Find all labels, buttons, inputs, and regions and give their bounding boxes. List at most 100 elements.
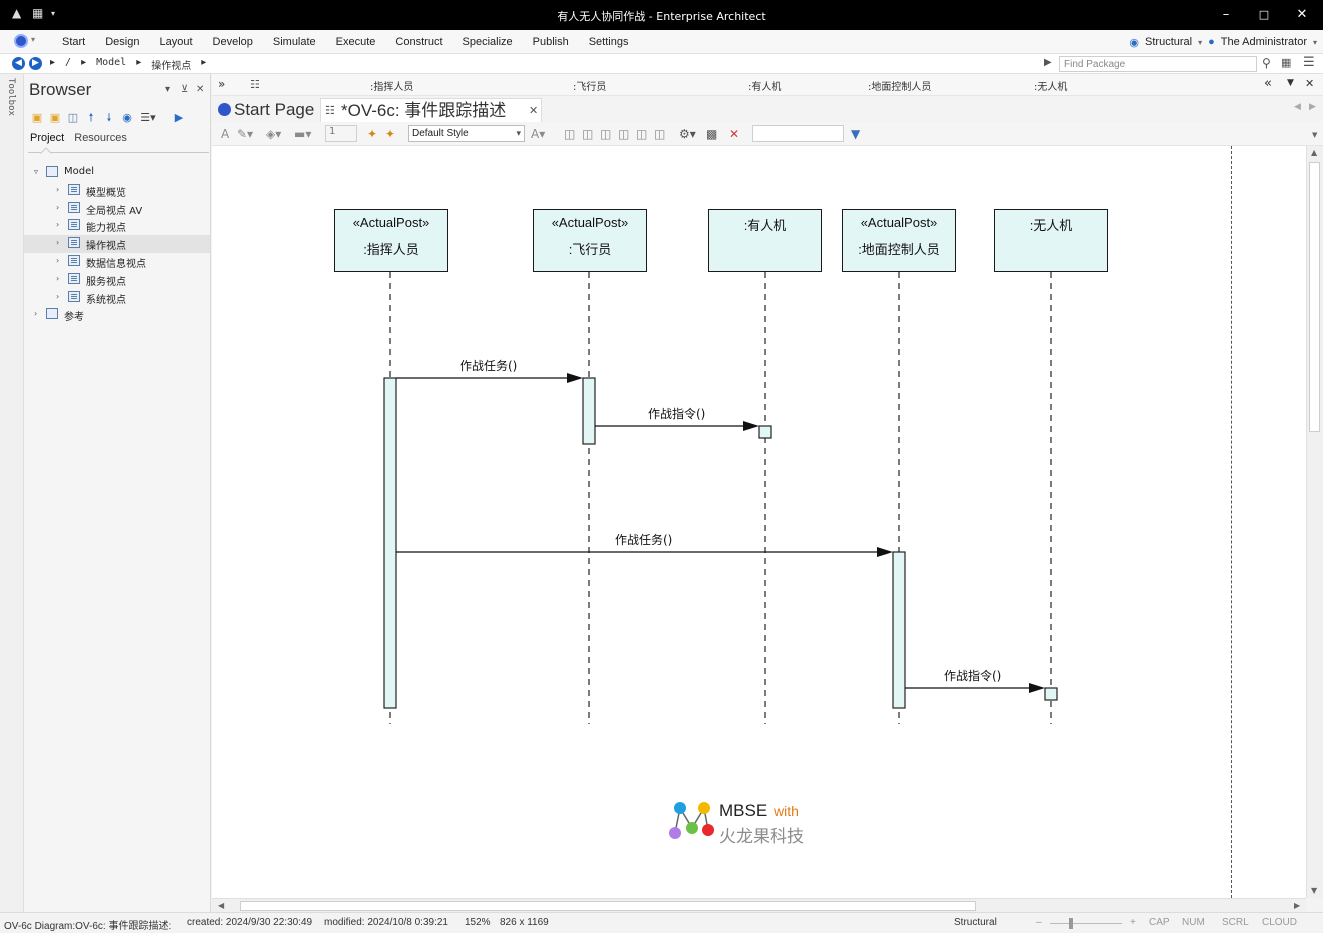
scroll-down-icon[interactable]: ▼ <box>1311 886 1318 895</box>
close-icon[interactable]: ✕ <box>1305 77 1315 90</box>
tree-item[interactable]: ›系统视点 <box>24 289 210 307</box>
expand-toolbox-icon[interactable]: » <box>218 77 226 91</box>
collapse-panels-icon[interactable]: « <box>1264 76 1272 91</box>
tree-item[interactable]: ›能力视点 <box>24 217 210 235</box>
style-select[interactable]: Default Style <box>408 125 525 142</box>
lifeline-head[interactable]: «ActualPost»:地面控制人员 <box>842 209 956 272</box>
breadcrumb-package[interactable]: 操作视点 <box>151 61 192 72</box>
tree-item[interactable]: ›操作视点 <box>24 235 210 253</box>
close-icon[interactable]: ✕ <box>196 84 205 95</box>
close-button[interactable]: ✕ <box>1296 7 1308 22</box>
locate-icon[interactable]: ◉ <box>122 110 132 124</box>
expand-icon[interactable]: › <box>34 309 38 319</box>
tab-ov-6c[interactable]: ☷ *OV-6c: 事件跟踪描述 ✕ <box>320 98 542 122</box>
app-menu-icon[interactable] <box>14 34 28 48</box>
menu-construct[interactable]: Construct <box>395 36 443 48</box>
expand-arrow-icon[interactable]: ▶ <box>174 110 184 124</box>
expand-icon[interactable]: › <box>56 202 60 212</box>
toolbox-strip[interactable]: Toolbox <box>0 74 24 912</box>
same-width-icon[interactable]: ◫ <box>636 127 648 141</box>
new-diagram-icon[interactable]: ◫ <box>67 110 79 124</box>
expand-icon[interactable]: › <box>56 273 60 283</box>
menu-publish[interactable]: Publish <box>532 36 569 48</box>
vertical-scrollbar[interactable]: ▲ ▼ <box>1306 146 1323 898</box>
format-painter-icon[interactable]: ✦ <box>367 127 378 141</box>
find-package-input[interactable] <box>1059 56 1257 72</box>
minimize-button[interactable]: – <box>1222 7 1230 22</box>
go-arrow-icon[interactable]: ▶ <box>1044 57 1052 68</box>
scroll-right-icon[interactable]: ▶ <box>1294 901 1301 910</box>
menu-execute[interactable]: Execute <box>335 36 376 48</box>
tree-item[interactable]: ›服务视点 <box>24 271 210 289</box>
scroll-up-icon[interactable]: ▲ <box>1311 148 1318 157</box>
chevron-down-icon[interactable]: ▼ <box>1287 78 1294 88</box>
message-label[interactable]: 作战指令() <box>944 669 1002 683</box>
lifeline-head[interactable]: «ActualPost»:飞行员 <box>533 209 647 272</box>
chevron-down-icon[interactable]: ▾ <box>1198 37 1203 47</box>
layout-icon[interactable]: ⚙▾ <box>679 127 696 141</box>
tab-start-page[interactable]: Start Page <box>214 98 318 122</box>
filter-icon[interactable]: ▼ <box>851 127 861 141</box>
expand-icon[interactable]: › <box>56 238 60 248</box>
move-up-icon[interactable]: 🠕 <box>88 110 94 124</box>
breadcrumb-model[interactable]: Model <box>96 57 127 68</box>
apply-style-icon[interactable]: ✦ <box>385 127 396 141</box>
lifeline-head[interactable]: :有人机 <box>708 209 822 272</box>
text-style-icon[interactable]: A▾ <box>531 127 546 141</box>
save-quick-icon[interactable]: ▦ <box>32 6 44 20</box>
tab-resources[interactable]: Resources <box>74 132 127 144</box>
chevron-down-icon[interactable]: ▼ <box>1312 131 1318 139</box>
expand-icon[interactable]: › <box>56 184 60 194</box>
menu-start[interactable]: Start <box>62 36 86 48</box>
scroll-thumb[interactable] <box>240 901 976 911</box>
new-package-icon[interactable]: ▣ <box>49 110 61 124</box>
align-left-icon[interactable]: ◫ <box>564 127 576 141</box>
new-folder-icon[interactable]: ▣ <box>31 110 43 124</box>
user-name[interactable]: The Administrator <box>1220 36 1307 48</box>
collapse-icon[interactable]: ▿ <box>34 167 39 176</box>
menu-layout[interactable]: Layout <box>159 36 193 48</box>
same-height-icon[interactable]: ◫ <box>654 127 666 141</box>
zoom-in-icon[interactable]: + <box>1130 917 1136 928</box>
scroll-thumb[interactable] <box>1309 162 1320 432</box>
expand-icon[interactable]: › <box>56 291 60 301</box>
diagram-canvas[interactable]: «ActualPost»:指挥人员 «ActualPost»:飞行员 :有人机 «Ac… <box>212 146 1306 898</box>
message-label[interactable]: 作战任务() <box>460 359 518 373</box>
tab-project[interactable]: Project <box>30 132 65 144</box>
close-tab-icon[interactable]: ✕ <box>529 105 539 117</box>
tree-item[interactable]: ›参考 <box>24 306 210 324</box>
tree-item[interactable]: ▿Model <box>24 164 210 182</box>
list-menu-icon[interactable]: ☰▾ <box>140 110 156 124</box>
zoom-out-icon[interactable]: – <box>1036 917 1042 928</box>
filter-input[interactable] <box>752 125 844 142</box>
message-label[interactable]: 作战任务() <box>615 533 673 547</box>
message-label[interactable]: 作战指令() <box>648 407 706 421</box>
tree-item[interactable]: ›数据信息视点 <box>24 253 210 271</box>
delete-icon[interactable]: ✕ <box>729 127 740 141</box>
zoom-slider-handle[interactable] <box>1069 918 1073 929</box>
tree-item[interactable]: ›模型概览 <box>24 182 210 200</box>
scroll-tabs-left-icon[interactable]: ◀ <box>1294 102 1301 112</box>
hamburger-menu-icon[interactable]: ☰ <box>1303 55 1315 70</box>
quick-access-caret-icon[interactable]: ▾ <box>51 9 56 18</box>
lifeline-head[interactable]: «ActualPost»:指挥人员 <box>334 209 448 272</box>
align-bottom-icon[interactable]: ◫ <box>618 127 630 141</box>
zoom-slider[interactable] <box>1050 923 1122 924</box>
tree-item[interactable]: ›全局视点 AV <box>24 200 210 218</box>
chevron-down-icon[interactable]: ▾ <box>1312 37 1317 47</box>
expand-icon[interactable]: › <box>56 255 60 265</box>
font-icon[interactable]: A <box>221 127 230 141</box>
align-top-icon[interactable]: ◫ <box>600 127 612 141</box>
expand-icon[interactable]: › <box>56 220 60 230</box>
chevron-down-icon[interactable]: ▾ <box>165 84 171 95</box>
menu-develop[interactable]: Develop <box>212 36 253 48</box>
forward-icon[interactable]: ▶ <box>29 57 42 70</box>
menu-settings[interactable]: Settings <box>588 36 629 48</box>
back-icon[interactable]: ◀ <box>12 57 25 70</box>
pin-icon[interactable]: ⊻ <box>181 84 189 95</box>
move-down-icon[interactable]: 🠗 <box>106 110 112 124</box>
breadcrumb-root[interactable]: / <box>65 57 72 68</box>
align-right-icon[interactable]: ◫ <box>582 127 594 141</box>
lifeline-head[interactable]: :无人机 <box>994 209 1108 272</box>
menu-specialize[interactable]: Specialize <box>462 36 513 48</box>
